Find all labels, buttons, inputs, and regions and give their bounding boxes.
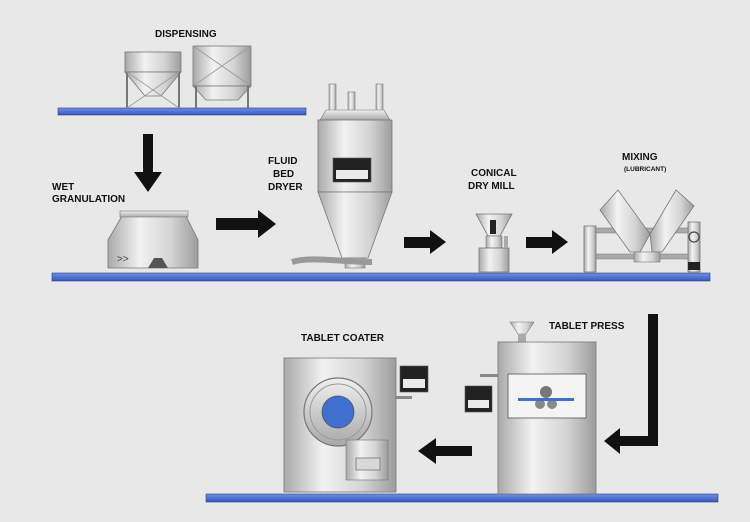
tablet-press [464, 321, 597, 495]
v-blender [583, 189, 701, 273]
platform-bottom [205, 493, 719, 503]
svg-text:>>: >> [117, 254, 129, 265]
press-label: TABLET PRESS [549, 321, 625, 332]
tablet-coater [283, 357, 429, 493]
platform-middle [51, 272, 711, 282]
arrow-dispensing-to-granulation [134, 134, 162, 192]
arrow-mixing-to-press [604, 314, 658, 454]
fbd-label-line1: FLUID [268, 156, 297, 167]
coater-label: TABLET COATER [301, 333, 385, 344]
wet-granulation-label-line1: WET [52, 182, 74, 193]
dispensing-label: DISPENSING [155, 29, 217, 40]
wet-granulation-label-line2: GRANULATION [52, 194, 125, 205]
mixing-label: MIXING [622, 152, 658, 163]
conical-dry-mill [475, 213, 513, 273]
arrow-mill-to-mixing [526, 230, 568, 254]
platform-top [57, 107, 307, 116]
arrow-press-to-coater [418, 438, 472, 464]
mill-label-line1: CONICAL [471, 168, 517, 179]
mixing-sublabel: (LUBRICANT) [624, 166, 666, 173]
dispensing-hoppers [124, 45, 252, 109]
fluid-bed-dryer [291, 83, 393, 269]
wet-granulator: >> [107, 210, 199, 269]
fbd-label-line2: BED [273, 169, 294, 180]
mill-label-line2: DRY MILL [468, 181, 515, 192]
fbd-label-line3: DRYER [268, 182, 303, 193]
arrow-granulation-to-fbd [216, 210, 276, 238]
arrow-fbd-to-mill [404, 230, 446, 254]
